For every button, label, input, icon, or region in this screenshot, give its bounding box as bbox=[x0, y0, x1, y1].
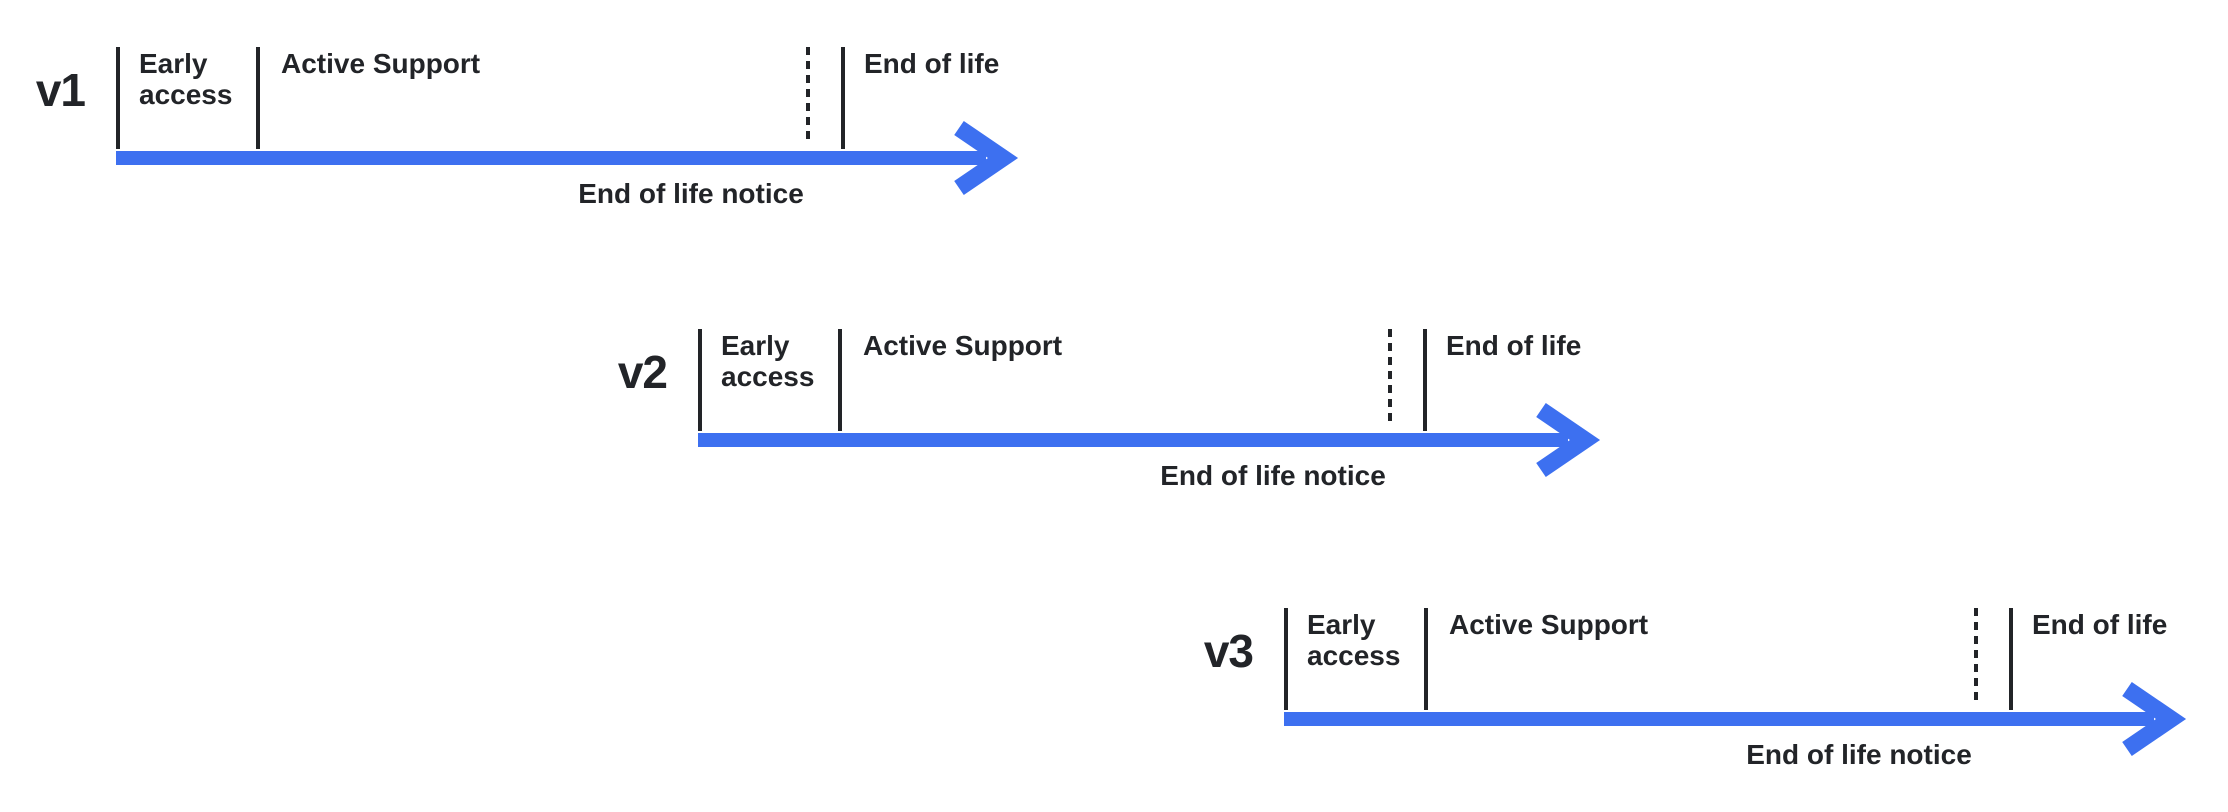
early-access-label: Early access bbox=[1307, 609, 1401, 671]
timeline-arrowhead-icon bbox=[954, 120, 1019, 196]
version-label: v2 bbox=[617, 346, 668, 398]
active-support-label: Active Support bbox=[281, 48, 481, 79]
timeline-v1: v1 Early access Active Support End of li… bbox=[0, 8, 1038, 238]
end-of-life-label: End of life bbox=[2032, 609, 2168, 640]
version-label: v3 bbox=[1203, 625, 1254, 677]
timeline-v2-graphic bbox=[698, 329, 1601, 478]
active-support-label: Active Support bbox=[1449, 609, 1649, 640]
end-of-life-label: End of life bbox=[864, 48, 1000, 79]
early-access-label: Early access bbox=[139, 48, 233, 110]
timeline-v1-graphic bbox=[116, 47, 1019, 196]
end-of-life-label: End of life bbox=[1446, 330, 1582, 361]
eol-notice-label: End of life notice bbox=[578, 178, 804, 209]
timeline-arrowhead-icon bbox=[1536, 402, 1601, 478]
timeline-v2: v2 Early access Active Support End of li… bbox=[580, 290, 1620, 520]
early-access-label: Early access bbox=[721, 330, 815, 392]
timeline-arrowhead-icon bbox=[2122, 681, 2187, 757]
active-support-label: Active Support bbox=[863, 330, 1063, 361]
version-label: v1 bbox=[35, 64, 86, 116]
eol-notice-label: End of life notice bbox=[1746, 739, 1972, 770]
timeline-v3: v3 Early access Active Support End of li… bbox=[1166, 569, 2206, 799]
timeline-v3-graphic bbox=[1284, 608, 2187, 757]
eol-notice-label: End of life notice bbox=[1160, 460, 1386, 491]
